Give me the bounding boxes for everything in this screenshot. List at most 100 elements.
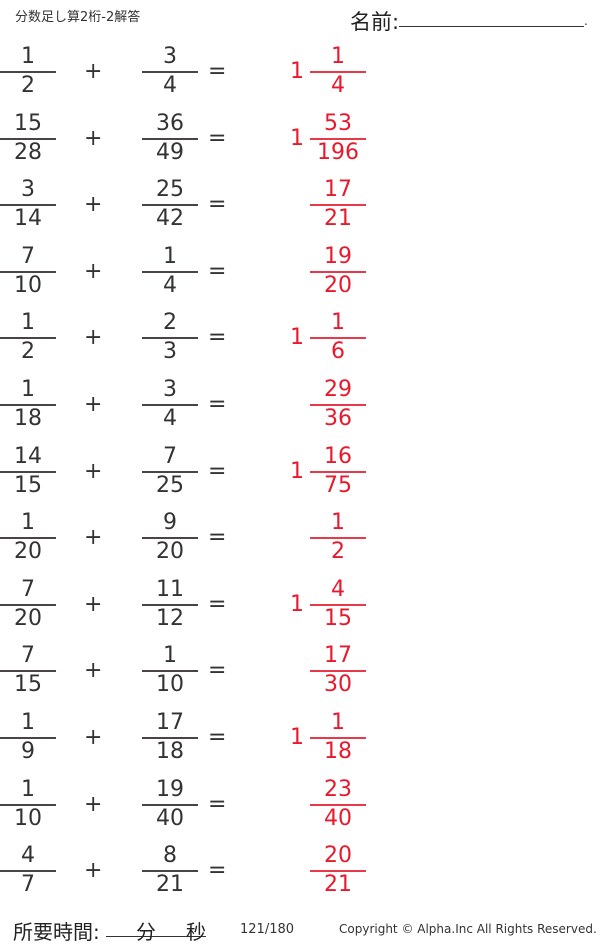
seconds-label: 秒: [186, 920, 206, 944]
fraction-bar: [0, 537, 56, 540]
plus-sign: +: [84, 125, 103, 151]
plus-sign: +: [84, 591, 103, 617]
denominator: 196: [317, 139, 359, 165]
numerator: 1: [21, 776, 35, 802]
name-field-line: [399, 26, 584, 27]
fraction-bar: [142, 137, 198, 140]
fraction-bar: [0, 737, 56, 739]
denominator: 42: [156, 206, 184, 232]
numerator: 1: [21, 377, 35, 402]
fraction-bar: [142, 71, 198, 73]
numerator: 36: [156, 110, 184, 136]
plus-sign: +: [84, 392, 103, 417]
denominator: 25: [156, 472, 184, 498]
equals-sign: =: [208, 325, 227, 351]
denominator: 18: [324, 739, 352, 764]
denominator: 21: [324, 206, 352, 232]
denominator: 15: [14, 672, 42, 698]
fraction-bar: [142, 870, 198, 873]
denominator: 20: [14, 605, 42, 631]
numerator: 14: [14, 443, 42, 469]
numerator: 7: [163, 443, 177, 469]
denominator: 12: [156, 605, 184, 631]
denominator: 21: [324, 872, 352, 898]
denominator: 20: [324, 272, 352, 298]
fraction-bar: [310, 670, 366, 673]
time-field-line: [106, 936, 206, 937]
numerator: 1: [163, 643, 177, 669]
name-label: 名前:: [350, 10, 400, 34]
plus-sign: +: [84, 725, 103, 750]
fraction-bar: [310, 270, 366, 273]
fraction-bar: [310, 603, 366, 606]
fraction-bar: [0, 270, 56, 273]
denominator: 20: [14, 539, 42, 565]
fraction-bar: [0, 803, 56, 806]
denominator: 20: [156, 539, 184, 565]
plus-sign: +: [84, 59, 103, 84]
denominator: 18: [156, 739, 184, 764]
plus-sign: +: [84, 525, 103, 551]
denominator: 7: [21, 872, 35, 898]
fraction-bar: [142, 270, 198, 273]
denominator: 75: [324, 472, 352, 498]
denominator: 2: [21, 339, 35, 365]
denominator: 40: [324, 805, 352, 831]
equals-sign: =: [208, 725, 227, 750]
equals-sign: =: [208, 192, 227, 218]
fraction-bar: [310, 537, 366, 540]
fraction-bar: [0, 470, 56, 473]
fraction-bar: [142, 603, 198, 606]
numerator: 7: [21, 243, 35, 269]
numerator: 4: [21, 843, 35, 869]
numerator: 7: [21, 576, 35, 602]
fraction-bar: [142, 204, 198, 207]
plus-sign: +: [84, 858, 103, 884]
name-end-dot: .: [584, 14, 588, 28]
fraction-bar: [0, 670, 56, 673]
denominator: 30: [324, 672, 352, 698]
equals-sign: =: [208, 791, 227, 817]
numerator: 15: [14, 110, 42, 136]
equals-sign: =: [208, 858, 227, 884]
numerator: 7: [21, 643, 35, 669]
denominator: 21: [156, 872, 184, 898]
fraction-bar: [142, 404, 198, 406]
plus-sign: +: [84, 258, 103, 284]
numerator: 16: [324, 443, 352, 469]
numerator: 3: [163, 44, 177, 69]
numerator: 53: [324, 110, 352, 136]
denominator: 49: [156, 139, 184, 165]
fraction-bar: [310, 870, 366, 873]
numerator: 19: [156, 776, 184, 802]
numerator: 1: [331, 510, 345, 536]
numerator: 17: [324, 177, 352, 203]
fraction-bar: [310, 337, 366, 340]
numerator: 1: [21, 510, 35, 536]
denominator: 3: [163, 339, 177, 365]
numerator: 17: [324, 643, 352, 669]
fraction-bar: [0, 71, 56, 73]
